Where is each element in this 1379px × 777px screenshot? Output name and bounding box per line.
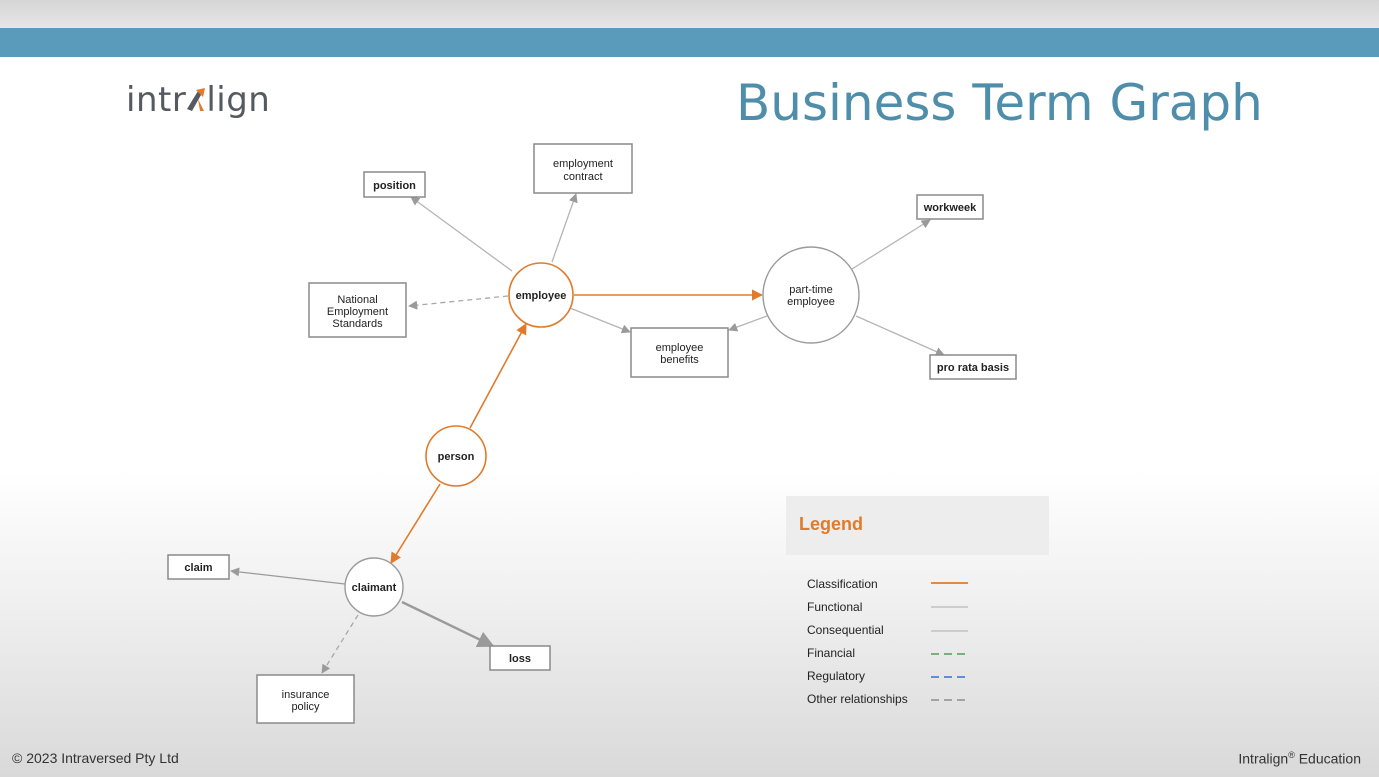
footer-brand-name: Intralign (1238, 750, 1289, 767)
node-claim-label: claim (184, 562, 212, 574)
footer-brand: Intralign® Education (1238, 750, 1361, 767)
node-pro-rata-basis-label: pro rata basis (937, 362, 1009, 374)
edge-employee-position (410, 196, 513, 272)
footer-copyright: © 2023 Intraversed Pty Ltd (12, 750, 179, 766)
edge-employee-employee-benefits (569, 307, 631, 334)
legend-item-functional: Functional (807, 600, 863, 614)
node-employee-label: employee (516, 290, 567, 302)
legend-item-regulatory: Regulatory (807, 669, 866, 683)
legend-item-financial: Financial (807, 646, 856, 660)
node-employee-benefits-label-2: benefits (660, 354, 699, 366)
edge-part-time-employee-employee-benefits (728, 315, 768, 332)
node-national-employment-standards-label-2: Employment (327, 306, 388, 318)
node-employment-contract-label-2: contract (563, 171, 602, 183)
node-workweek[interactable]: workweek (916, 194, 984, 220)
node-part-time-employee-label-1: part-time (789, 284, 832, 296)
legend-item-other-relationships: Other relationships (807, 692, 908, 706)
node-pro-rata-basis[interactable]: pro rata basis (929, 354, 1017, 380)
edges (230, 193, 945, 674)
node-employee-benefits[interactable]: employee benefits (630, 327, 729, 378)
node-employee[interactable]: employee (508, 262, 574, 328)
node-loss[interactable]: loss (489, 645, 551, 671)
intralign-logo: intr lign (126, 80, 270, 120)
top-accent-band (0, 28, 1379, 57)
node-insurance-policy[interactable]: insurance policy (256, 674, 355, 724)
edge-person-claimant (390, 483, 441, 564)
edge-employee-national-employment-standards (408, 295, 509, 310)
intralign-arrow-icon (187, 88, 206, 111)
footer-registered-mark: ® (1288, 750, 1295, 760)
legend-swatches (931, 582, 968, 701)
node-claimant[interactable]: claimant (344, 557, 404, 617)
edge-person-employee (469, 323, 527, 429)
edge-part-time-employee-workweek (851, 219, 931, 270)
node-national-employment-standards-label-1: National (337, 294, 377, 306)
node-insurance-policy-label-2: policy (291, 701, 320, 713)
node-person[interactable]: person (425, 425, 487, 487)
logo-text-start: intr (126, 80, 187, 120)
edge-employee-employment-contract (551, 193, 578, 263)
node-national-employment-standards-label-3: Standards (332, 318, 383, 330)
footer-brand-suffix: Education (1294, 750, 1361, 767)
node-employment-contract-label-1: employment (553, 158, 613, 170)
legend-item-classification: Classification (807, 577, 878, 591)
node-person-label: person (438, 451, 475, 463)
legend-title: Legend (799, 514, 864, 534)
legend-header: Legend (786, 496, 1049, 555)
node-national-employment-standards[interactable]: National Employment Standards (308, 282, 407, 338)
node-part-time-employee[interactable]: part-time employee (762, 246, 860, 344)
edge-part-time-employee-pro-rata-basis (855, 315, 945, 356)
node-loss-label: loss (509, 653, 531, 665)
node-employee-benefits-label-1: employee (656, 342, 704, 354)
edge-claimant-loss (401, 600, 495, 648)
node-claim[interactable]: claim (167, 554, 230, 580)
node-claimant-label: claimant (352, 582, 397, 594)
edge-claimant-claim (230, 567, 346, 585)
node-employment-contract[interactable]: employment contract (533, 143, 633, 194)
node-part-time-employee-label-2: employee (787, 296, 835, 308)
logo-text-end: lign (206, 80, 271, 120)
node-position-label: position (373, 180, 416, 192)
node-insurance-policy-label-1: insurance (282, 689, 330, 701)
legend-item-consequential: Consequential (807, 623, 884, 637)
edge-claimant-insurance-policy (321, 614, 359, 674)
node-workweek-label: workweek (923, 202, 977, 214)
slide-title: Business Term Graph (736, 74, 1263, 132)
node-position[interactable]: position (363, 171, 426, 198)
